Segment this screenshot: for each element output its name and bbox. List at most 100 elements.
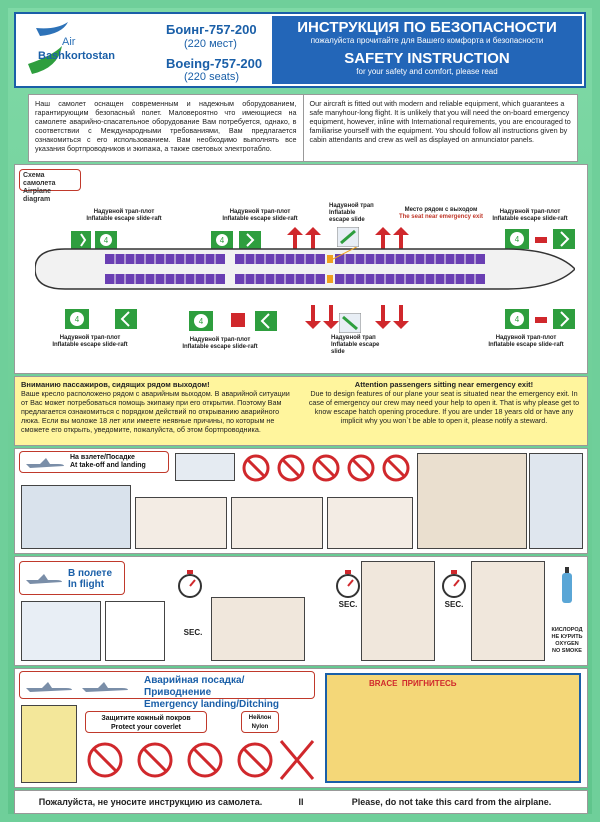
brand-air: Air — [62, 36, 76, 48]
overhead-bin-picture — [21, 485, 131, 549]
exit-sign-icon: 4 — [65, 309, 137, 329]
seats-en: (220 seats) — [184, 71, 240, 83]
emergency-tag: Аварийная посадка/Приводнение Emergency … — [19, 671, 315, 710]
attention-en: Attention passengers sitting near emerge… — [301, 377, 587, 445]
exit-sign-icon: 4 — [71, 231, 117, 249]
takeoff-label-ru: На взлете/Посадке — [70, 454, 135, 461]
attention-text-en: Due to design features of our plane your… — [308, 389, 580, 425]
sec-label-2: SEC. — [338, 600, 358, 609]
exit-sign-icon: 4 — [505, 229, 575, 249]
exit-sign-icon: 4 — [189, 311, 277, 331]
oxygen-mask-drop-picture — [211, 597, 305, 661]
subtitle-ru: пожалуйста прочитайте для Вашего комфорт… — [310, 36, 544, 45]
exit-arrows-icon — [287, 227, 321, 251]
cabin-picture — [529, 453, 583, 549]
intro-ru: Наш самолет оснащен современным и надежн… — [29, 95, 304, 161]
svg-text:4: 4 — [515, 315, 520, 324]
diagram-title-en: Airplane diagram — [23, 188, 52, 203]
footer-en: Please, do not take this card from the a… — [351, 797, 552, 807]
takeoff-tag: На взлете/Посадке At take-off and landin… — [19, 451, 169, 473]
title-en: SAFETY INSTRUCTION — [344, 50, 510, 67]
seatbelt-tighten-picture — [231, 497, 323, 549]
mask-on-picture — [361, 561, 435, 661]
child-belt-picture — [417, 453, 527, 549]
exit-arrows-icon — [375, 305, 409, 329]
brace-position-picture: BRACE ПРИГНИТЕСЬ — [325, 673, 581, 783]
airline-logo-icon — [28, 22, 68, 74]
lavatory-sign-picture — [105, 601, 165, 661]
prohibition-icons — [242, 454, 410, 482]
stopwatch-icon — [442, 570, 466, 598]
svg-text:4: 4 — [199, 317, 204, 326]
aircraft-model-ru: Боинг-757-200 — [166, 22, 257, 37]
intro-en: Our aircraft is fitted out with modern a… — [309, 99, 571, 144]
seat-upright-picture — [175, 453, 235, 481]
airplane-icon — [26, 458, 64, 468]
oxygen-bottle-icon — [562, 567, 572, 603]
exit-sign-icon: 4 — [505, 309, 575, 329]
inflight-label-en: In flight — [68, 579, 105, 590]
attention-title-ru: Вниманию пассажиров, сидящих рядом выход… — [21, 380, 210, 389]
takeoff-landing-section: На взлете/Посадке At take-off and landin… — [14, 448, 588, 554]
airplane-diagram: Схема самолета Airplane diagram Надувной… — [14, 164, 588, 374]
svg-text:4: 4 — [104, 236, 109, 245]
diagram-title-ru: Схема самолета — [23, 172, 56, 187]
stopwatch-icon — [178, 570, 202, 598]
stopwatch-icon — [336, 570, 360, 598]
subtitle-en: for your safety and comfort, please read — [356, 67, 498, 76]
takeoff-label-en: At take-off and landing — [70, 462, 146, 469]
seatbelt-fasten-picture — [135, 497, 227, 549]
airplane-icon — [26, 574, 62, 584]
title-ru: ИНСТРУКЦИЯ ПО БЕЗОПАСНОСТИ — [297, 19, 557, 36]
emergency-section: Аварийная посадка/Приводнение Emergency … — [14, 668, 588, 788]
intro-text: Наш самолет оснащен современным и надежн… — [28, 94, 578, 162]
attention-title-en: Attention passengers sitting near emerge… — [354, 380, 534, 389]
slide-icon — [337, 227, 359, 247]
help-child-picture — [471, 561, 545, 661]
slide-icon — [339, 313, 361, 333]
sec-label-1: SEC. — [183, 628, 203, 637]
exit-arrows-icon — [375, 227, 409, 251]
title-banner: ИНСТРУКЦИЯ ПО БЕЗОПАСНОСТИ пожалуйста пр… — [272, 16, 582, 84]
footer-ru: Пожалуйста, не уносите инструкцию из сам… — [38, 797, 263, 807]
header: Air Bashkortostan Боинг-757-200 (220 мес… — [14, 12, 586, 88]
footer: Пожалуйста, не уносите инструкцию из сам… — [14, 790, 588, 814]
exit-row-attention: Вниманию пассажиров, сидящих рядом выход… — [14, 376, 588, 446]
emergency-label-ru: Аварийная посадка/Приводнение — [144, 675, 245, 698]
sec-label-3: SEC. — [444, 600, 464, 609]
aircraft-model-en: Boeing-757-200 — [166, 56, 263, 71]
life-vest-picture — [21, 705, 77, 783]
brand-name: Bashkortostan — [38, 50, 116, 62]
seatbelt-release-picture — [327, 497, 413, 549]
brace-label: BRACE ПРИГНИТЕСЬ — [369, 679, 457, 688]
in-flight-section: В полете In flight SEC. SEC. SEC. КИСЛОР… — [14, 556, 588, 666]
exit-arrows-icon — [305, 305, 339, 329]
prohibited-items-icons — [87, 740, 315, 780]
svg-text:4: 4 — [220, 236, 225, 245]
emergency-label-en: Emergency landing/Ditching — [144, 699, 280, 710]
svg-text:4: 4 — [515, 235, 520, 244]
diagram-title: Схема самолета Airplane diagram — [19, 169, 81, 203]
inflight-label-ru: В полете — [68, 568, 113, 579]
attendant-picture — [21, 601, 101, 661]
airplane-icon — [26, 682, 128, 692]
svg-text:4: 4 — [75, 315, 80, 324]
fuselage-diagram — [35, 247, 575, 290]
page-number: II — [298, 797, 304, 807]
attention-ru: Вниманию пассажиров, сидящих рядом выход… — [15, 377, 301, 445]
seats-ru: (220 мест) — [184, 38, 237, 50]
attention-text-ru: Ваше кресло расположено рядом с аварийны… — [21, 389, 290, 434]
inflight-tag: В полете In flight — [19, 561, 125, 595]
